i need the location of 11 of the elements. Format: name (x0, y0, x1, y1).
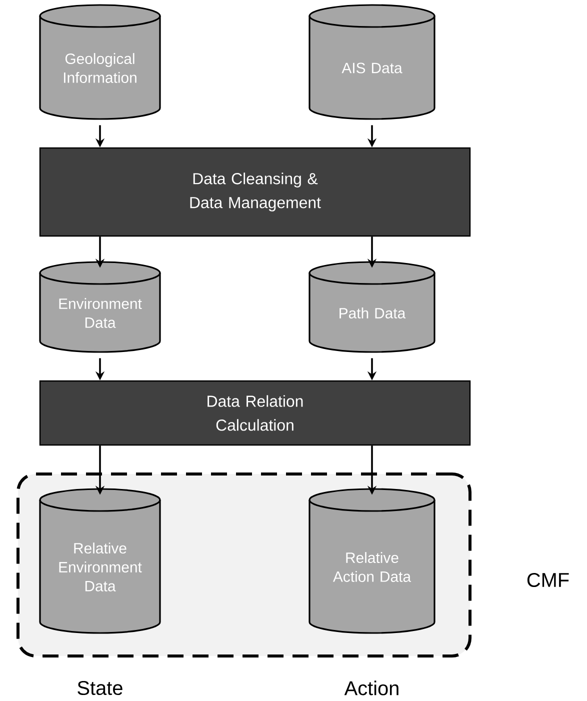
cylinder: AIS Data (308, 4, 436, 120)
cylinder: Path Data (308, 261, 436, 353)
process-box: Data Cleansing & Data Management (39, 147, 471, 237)
cylinder: Relative Environment Data (39, 488, 161, 634)
caption-label: CMF (527, 572, 569, 588)
cylinder: Relative Action Data (308, 488, 436, 634)
process-box: Data Relation Calculation (39, 380, 471, 446)
caption-label: Action (344, 680, 398, 696)
cylinder: Environment Data (39, 261, 161, 353)
cylinder: Geological Information (39, 4, 161, 120)
caption-label: State (78, 680, 122, 696)
